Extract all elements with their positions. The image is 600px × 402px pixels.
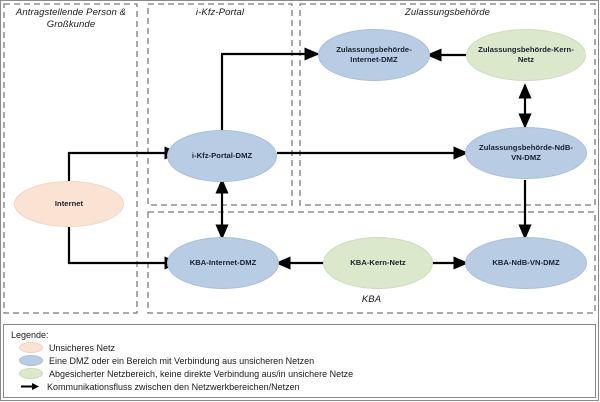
legend-item-kommunikationsfluss: Kommunikationsfluss zwischen den Netzwer…	[11, 380, 595, 393]
ellipse-green-icon	[19, 368, 43, 379]
legend-item-label: Unsicheres Netz	[49, 342, 116, 353]
zone-label-antragsteller: Antragstellende Person &Großkunde	[15, 7, 127, 30]
arrow-right-icon	[19, 382, 41, 391]
node-kba-ndb-vn-dmz[interactable]: KBA-NdB-VN-DMZ	[465, 237, 587, 289]
legend-item-abgesichert: Abgesicherter Netzbereich, keine direkte…	[11, 367, 595, 380]
zone-label-zulassungsbehoerde: Zulassungsbehörde	[404, 7, 491, 18]
legend-item-label: Eine DMZ oder ein Bereich mit Verbindung…	[49, 355, 315, 366]
node-zulassungsbehoerde-ndb-vn-dmz[interactable]: Zulassungsbehörde-NdB-VN-DMZ	[465, 127, 587, 179]
legend-item-label: Abgesicherter Netzbereich, keine direkte…	[49, 368, 354, 379]
node-zulassungsbehoerde-internet-dmz[interactable]: Zulassungsbehörde-Internet-DMZ	[318, 29, 430, 81]
legend-item-dmz: Eine DMZ oder ein Bereich mit Verbindung…	[11, 354, 595, 367]
legend-item-label: Kommunikationsfluss zwischen den Netzwer…	[47, 381, 300, 392]
node-kba-kern-netz[interactable]: KBA-Kern-Netz	[323, 237, 433, 289]
legend-panel: Legende: Unsicheres Netz Eine DMZ oder e…	[3, 324, 596, 398]
zone-label-ikfz-portal: i-Kfz-Portal	[195, 7, 245, 18]
legend-title: Legende:	[11, 330, 49, 340]
node-internet[interactable]: Internet	[14, 181, 124, 227]
zone-label-kba: KBA	[361, 294, 382, 305]
legend-item-unsicheres-netz: Unsicheres Netz	[11, 341, 595, 354]
ellipse-peach-icon	[19, 342, 43, 353]
node-zulassungsbehoerde-kern-netz[interactable]: Zulassungsbehörde-Kern-Netz	[466, 29, 586, 81]
ellipse-blue-icon	[19, 355, 43, 366]
node-kba-internet-dmz[interactable]: KBA-Internet-DMZ	[167, 237, 279, 289]
node-ikfz-portal-dmz[interactable]: i-Kfz-Portal-DMZ	[167, 130, 277, 182]
